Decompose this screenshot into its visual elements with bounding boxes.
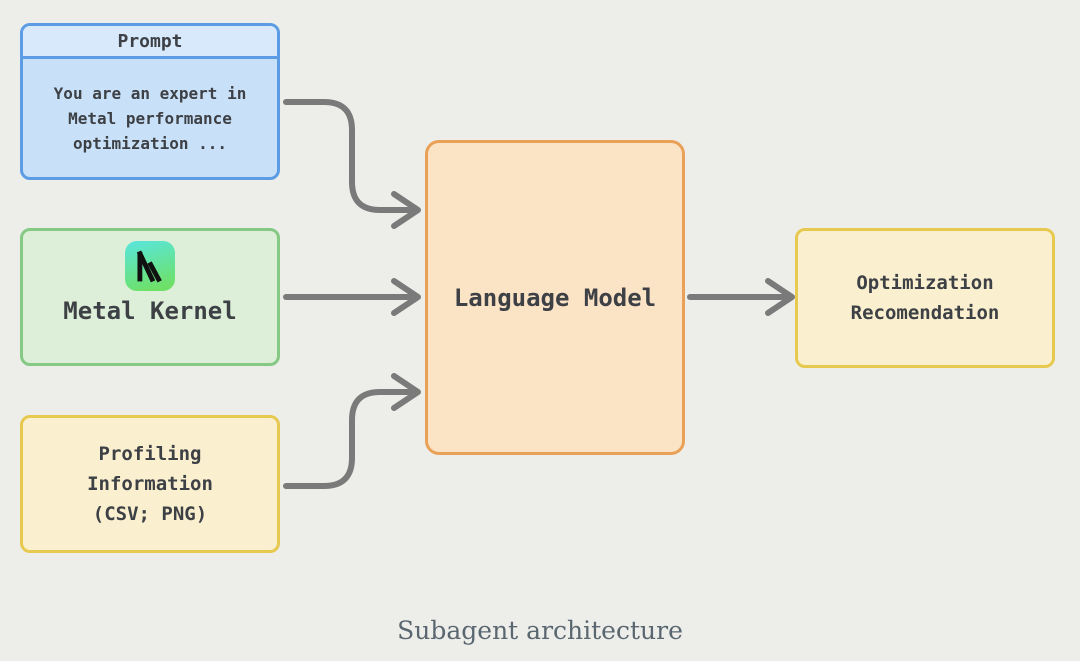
metal-kernel-node: Metal Kernel (20, 228, 280, 366)
metal-logo-icon (125, 241, 175, 291)
arrow-metal-kernel-to-language-model (283, 278, 421, 316)
arrow-profiling-to-language-model (283, 373, 421, 489)
prompt-node-header: Prompt (23, 26, 277, 59)
language-model-node: Language Model (425, 140, 685, 455)
profiling-information-node: Profiling Information (CSV; PNG) (20, 415, 280, 553)
prompt-body-line: You are an expert in (53, 84, 247, 103)
arrowhead-icon (391, 191, 421, 229)
optimization-recomendation-node: Optimization Recomendation (795, 228, 1055, 368)
prompt-node: Prompt You are an expert in Metal perfor… (20, 23, 280, 180)
arrow-prompt-to-language-model (283, 99, 421, 229)
prompt-node-body: You are an expert in Metal performance o… (23, 59, 277, 156)
profiling-line: (CSV; PNG) (92, 503, 208, 525)
prompt-node-title: Prompt (117, 30, 183, 52)
profiling-line: Information (87, 473, 213, 495)
prompt-body-line: Metal performance (68, 109, 232, 128)
arrowhead-icon (391, 278, 421, 316)
optimization-line: Optimization (856, 272, 994, 294)
metal-kernel-label: Metal Kernel (63, 297, 237, 325)
language-model-label: Language Model (453, 283, 657, 312)
arrow-language-model-to-optimization (687, 278, 795, 316)
profiling-line: Profiling (98, 443, 202, 465)
arrowhead-icon (765, 278, 795, 316)
diagram-caption: Subagent architecture (397, 616, 683, 645)
prompt-body-line: optimization ... (72, 134, 228, 153)
arrowhead-icon (391, 373, 421, 411)
optimization-line: Recomendation (850, 302, 1000, 324)
